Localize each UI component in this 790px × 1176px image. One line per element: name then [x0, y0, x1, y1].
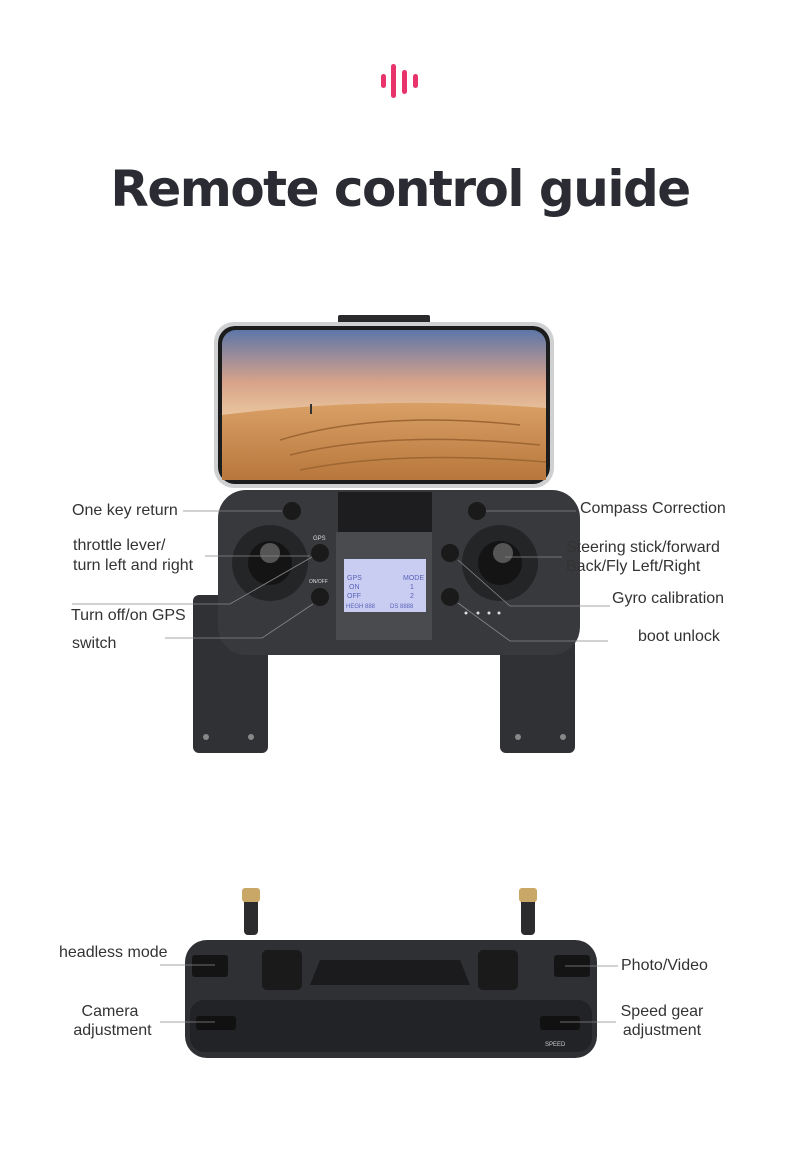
page-title: Remote control guide: [110, 160, 691, 218]
lcd-text: OFF: [347, 593, 361, 600]
lcd-text: MODE: [403, 575, 424, 582]
label-boot-unlock: boot unlock: [638, 628, 720, 645]
label-camera-1: Camera: [81, 1003, 139, 1020]
speed-mark: SPEED: [545, 1042, 566, 1048]
label-gps-1: Turn off/on GPS: [71, 607, 186, 624]
front-controller: GPS ON/OFF GPS MODE ON 1 OFF 2 HEGH 888 …: [193, 315, 580, 753]
label-camera-2: adjustment: [73, 1022, 152, 1039]
lcd-text: GPS: [347, 575, 362, 582]
label-gyro: Gyro calibration: [612, 590, 725, 607]
label-steering-1: Steering stick/forward: [566, 539, 720, 556]
top-controller: SPEED: [185, 888, 597, 1058]
label-speed-1: Speed gear: [620, 1003, 704, 1020]
lcd-text: 2: [410, 593, 414, 600]
label-headless: headless mode: [59, 944, 168, 961]
label-steering-2: Back/Fly Left/Right: [566, 558, 701, 575]
label-one-key-return: One key return: [72, 502, 178, 519]
label-throttle-1: throttle lever/: [73, 537, 166, 554]
lcd-text: DS 8888: [390, 604, 414, 610]
sound-bars-icon: [381, 64, 421, 98]
gps-button-label: GPS: [313, 536, 326, 542]
label-photo-video: Photo/Video: [621, 957, 708, 974]
label-gps-2: switch: [72, 635, 117, 652]
lcd-text: ON: [349, 584, 360, 591]
label-throttle-2: turn left and right: [73, 557, 194, 574]
onoff-button-label: ON/OFF: [309, 579, 328, 585]
lcd-text: HEGH 888: [346, 604, 376, 610]
label-speed-2: adjustment: [622, 1022, 702, 1039]
lcd-text: 1: [410, 584, 414, 591]
label-compass: Compass Correction: [580, 500, 726, 517]
